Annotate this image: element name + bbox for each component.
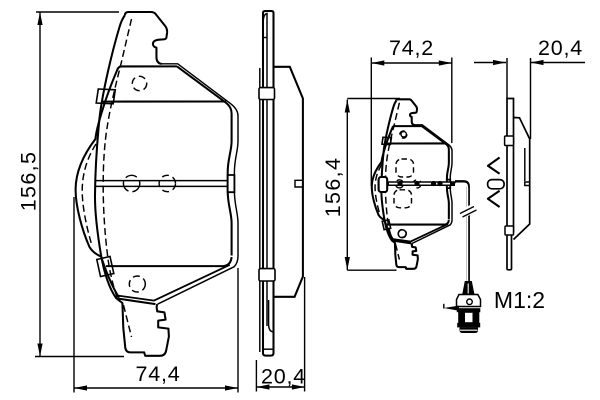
svg-text:156,4: 156,4 — [321, 157, 345, 218]
svg-text:156,5: 156,5 — [16, 151, 40, 212]
svg-text:20,4: 20,4 — [261, 365, 306, 389]
svg-text:M1:2: M1:2 — [494, 287, 545, 313]
svg-text:74,4: 74,4 — [135, 362, 180, 386]
svg-text:74,2: 74,2 — [389, 36, 434, 60]
svg-text:20,4: 20,4 — [538, 36, 583, 60]
